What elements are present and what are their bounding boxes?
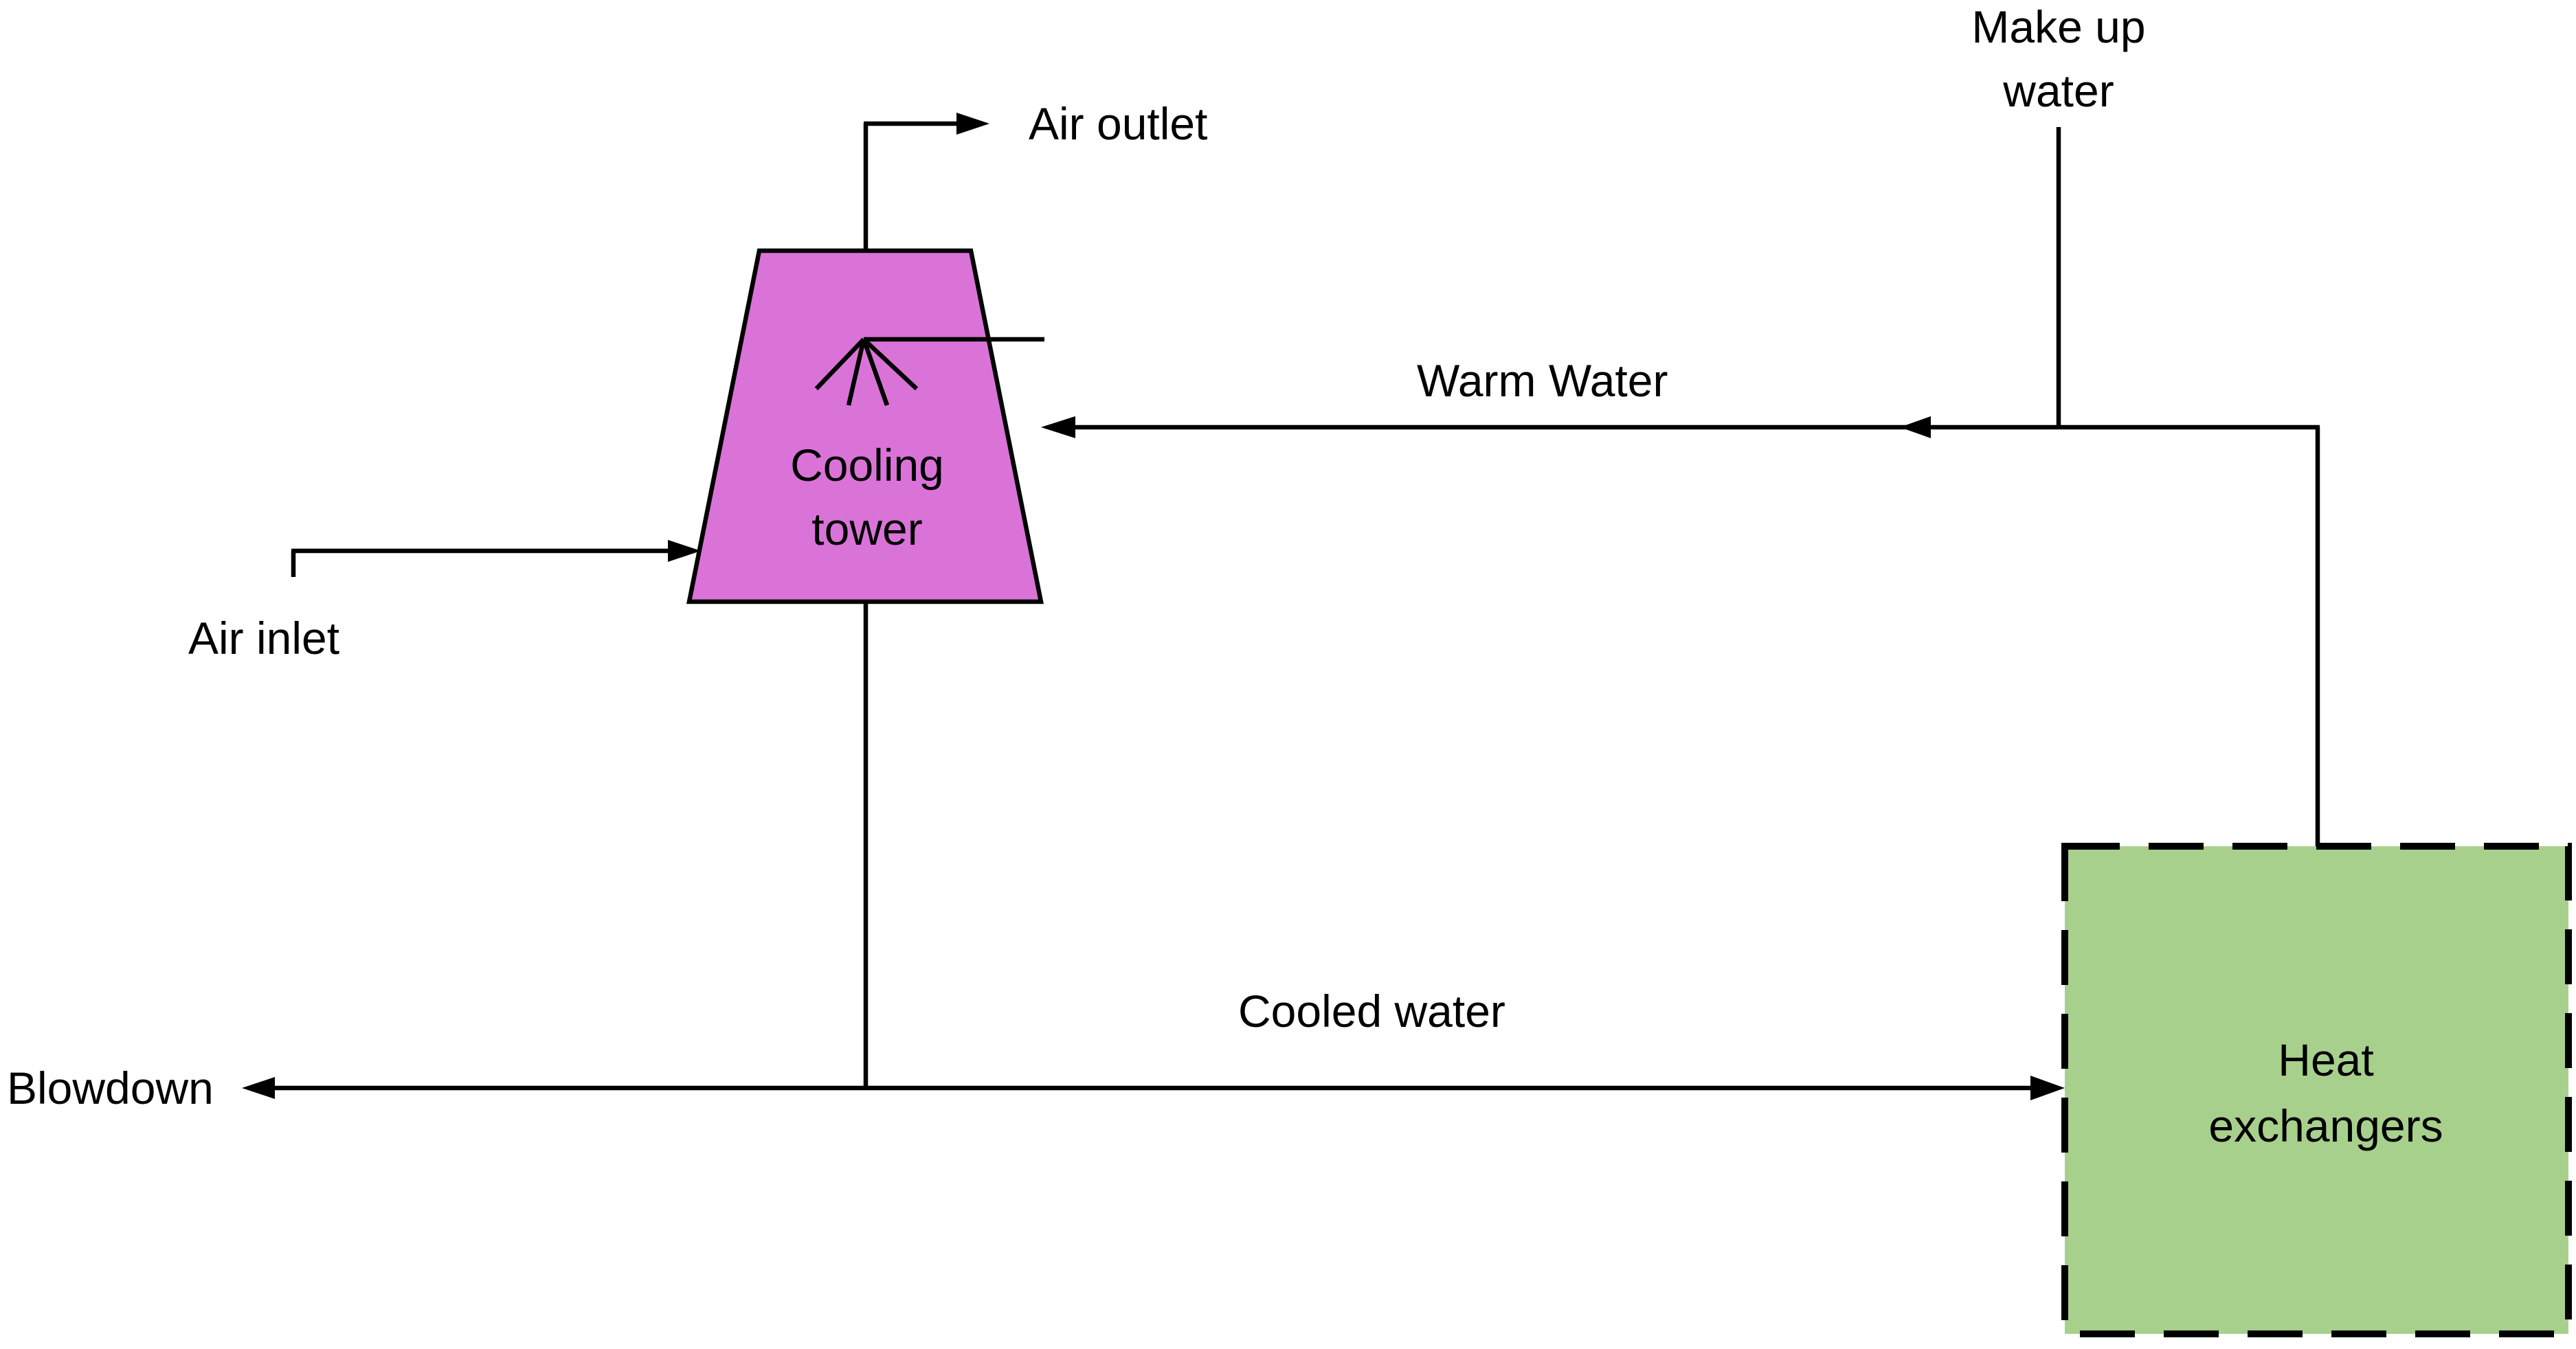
warm-water-arrow-left — [1041, 416, 1075, 438]
warm-water-label: Warm Water — [1417, 355, 1668, 406]
spray-nozzle-icon — [814, 337, 1044, 407]
blowdown-arrow — [242, 1077, 275, 1099]
cooling-tower-label-line1: Cooling — [790, 440, 944, 490]
warm-water-line — [1041, 416, 2320, 846]
heat-exchangers-label-line1: Heat — [2278, 1034, 2373, 1085]
air-inlet-label: Air inlet — [188, 613, 339, 664]
cooled-water-label: Cooled water — [1238, 986, 1505, 1036]
air-outlet-label: Air outlet — [1029, 98, 1207, 149]
air-inlet-arrow — [668, 540, 701, 562]
air-outlet-arrow — [956, 113, 989, 135]
blowdown-label: Blowdown — [7, 1063, 214, 1113]
heat-exchangers-label-line2: exchangers — [2208, 1100, 2443, 1151]
air-outlet-line — [863, 113, 989, 251]
air-inlet-line — [291, 540, 701, 577]
cooled-water-arrow — [2030, 1076, 2065, 1100]
make-up-water-label-line2: water — [2002, 65, 2114, 116]
heat-exchangers-box — [2061, 843, 2572, 1337]
warm-water-arrow-mid — [1900, 416, 1931, 438]
cooling-tower-label-line2: tower — [811, 503, 922, 554]
make-up-water-label-line1: Make up — [1971, 1, 2145, 52]
cooled-water-line — [242, 602, 2065, 1100]
